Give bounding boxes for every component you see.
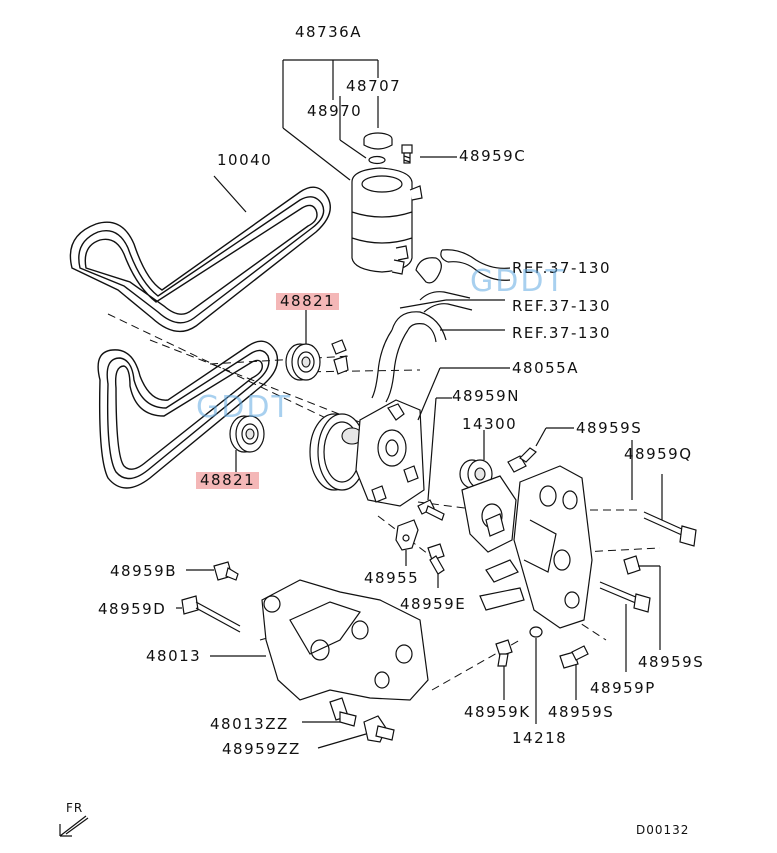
label-48013zz: 48013ZZ (210, 715, 289, 733)
reservoir-leaders (282, 59, 457, 181)
label-48707: 48707 (346, 77, 402, 95)
bolt-48959zz (317, 715, 395, 749)
label-ref-upper: REF.37-130 (512, 259, 612, 277)
label-48055a: 48055A (512, 359, 579, 377)
auto-tensioner (459, 430, 517, 553)
label-48959p: 48959P (590, 679, 656, 697)
label-48955: 48955 (364, 569, 420, 587)
return-hoses (371, 249, 511, 403)
label-48736a: 48736A (295, 23, 362, 41)
label-48821-lower: 48821 (196, 472, 260, 489)
bolt-48959k (495, 639, 513, 700)
bolt-48959s-lower (559, 645, 589, 700)
bolt-48959b (186, 561, 239, 581)
label-48959c: 48959C (459, 147, 527, 165)
label-48959k: 48959K (464, 703, 531, 721)
bolt-48959c (401, 144, 413, 164)
bolt-48959p (599, 581, 651, 672)
label-48959b: 48959B (110, 562, 178, 580)
reservoir-tank (351, 167, 423, 275)
bolt-48959q (643, 474, 697, 547)
bolt-48959s-right (623, 555, 661, 650)
drive-belt (69, 175, 331, 489)
label-48959s-upper: 48959S (576, 419, 643, 437)
label-48959s-right: 48959S (638, 653, 705, 671)
label-10040: 10040 (217, 151, 273, 169)
bolt-48959s-upper (507, 427, 574, 473)
bolt-48959n (417, 397, 452, 521)
label-14300: 14300 (462, 415, 518, 433)
label-48959s-lower: 48959S (548, 703, 615, 721)
power-steering-pump (309, 367, 510, 507)
label-48970: 48970 (307, 102, 363, 120)
label-ref-middle: REF.37-130 (512, 297, 612, 315)
label-diagram-code: D00132 (636, 823, 690, 837)
label-48959n: 48959N (452, 387, 520, 405)
label-fr: FR (66, 801, 84, 815)
bracket-48013 (210, 579, 429, 701)
label-48013: 48013 (146, 647, 202, 665)
idler-pulley-lower (229, 415, 265, 474)
watermark-lower: GDDT (196, 390, 292, 425)
pulley-bolt (331, 339, 349, 375)
idler-pulley-upper (285, 310, 321, 381)
bolt-48959e (427, 543, 445, 588)
label-48959zz: 48959ZZ (222, 740, 301, 758)
label-48821-upper: 48821 (276, 293, 340, 310)
watermark-upper: GDDT (470, 264, 566, 299)
front-direction-arrow (59, 815, 89, 837)
label-48959q: 48959Q (624, 445, 693, 463)
label-14218: 14218 (512, 729, 568, 747)
bracket-48955 (395, 519, 419, 566)
bolt-48959d (176, 595, 241, 633)
washer-14218 (529, 626, 543, 724)
clip-48013zz (302, 697, 357, 727)
label-48959d: 48959D (98, 600, 167, 618)
label-48959e: 48959E (400, 595, 467, 613)
tensioner-bracket (479, 465, 593, 629)
label-ref-lower: REF.37-130 (512, 324, 612, 342)
reservoir-cap (363, 132, 393, 165)
